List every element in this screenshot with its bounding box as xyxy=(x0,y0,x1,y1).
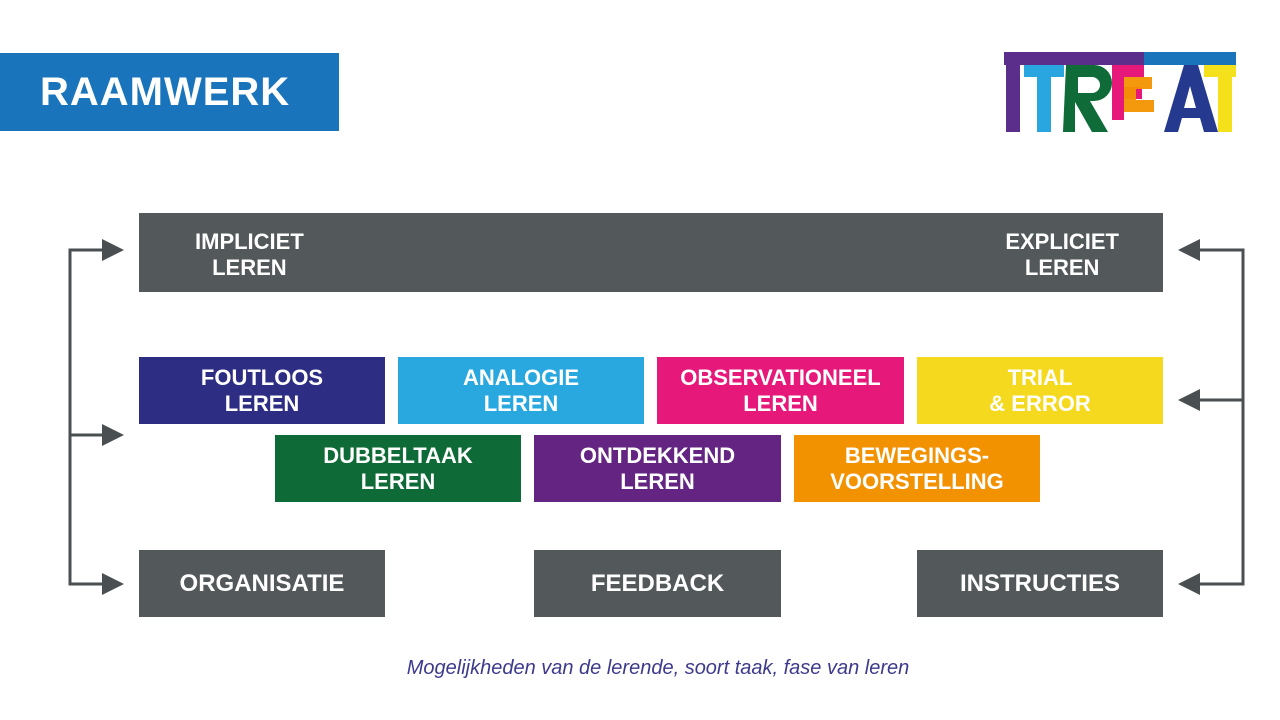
implicit-explicit-banner: IMPLICIET LEREN EXPLICIET LEREN xyxy=(139,213,1163,292)
arrow-right-top-icon xyxy=(102,239,124,261)
organisatie-box: ORGANISATIE xyxy=(139,550,385,617)
arrow-left-middle-icon xyxy=(1178,389,1200,411)
page-title: RAAMWERK xyxy=(40,69,291,114)
explicit-learning-label: EXPLICIET LEREN xyxy=(1005,229,1119,280)
arrow-right-middle-icon xyxy=(102,424,124,446)
method-observationeel-leren: OBSERVATIONEEL LEREN xyxy=(657,357,904,424)
implicit-learning-label: IMPLICIET LEREN xyxy=(195,229,304,280)
right-bracket-line xyxy=(1197,248,1245,586)
method-bewegingsvoorstelling: BEWEGINGS- VOORSTELLING xyxy=(794,435,1040,502)
method-dubbeltaak-leren: DUBBELTAAK LEREN xyxy=(275,435,521,502)
treat-logo xyxy=(1004,52,1236,132)
method-trial-error: TRIAL & ERROR xyxy=(917,357,1163,424)
method-analogie-leren: ANALOGIE LEREN xyxy=(398,357,644,424)
instructies-box: INSTRUCTIES xyxy=(917,550,1163,617)
arrow-right-bottom-icon xyxy=(102,573,124,595)
left-bracket-line xyxy=(68,248,105,586)
footer-caption: Mogelijkheden van de lerende, soort taak… xyxy=(406,657,910,679)
title-banner: RAAMWERK xyxy=(0,53,339,131)
method-ontdekkend-leren: ONTDEKKEND LEREN xyxy=(534,435,781,502)
method-foutloos-leren: FOUTLOOS LEREN xyxy=(139,357,385,424)
arrow-left-bottom-icon xyxy=(1178,573,1200,595)
arrow-left-top-icon xyxy=(1178,239,1200,261)
feedback-box: FEEDBACK xyxy=(534,550,781,617)
